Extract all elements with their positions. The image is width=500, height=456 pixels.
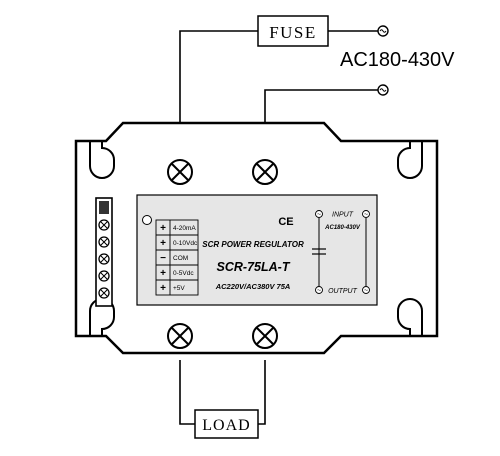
terminal-label-2: 0-10Vdc <box>173 240 198 247</box>
label-plate: + 4-20mA + 0-10Vdc − COM + 0-5Vdc + +5V … <box>136 194 378 306</box>
screw-terminal-output-right <box>252 323 278 349</box>
status-led <box>142 215 152 225</box>
mounting-slot-bottom-right <box>397 298 423 336</box>
ce-mark: CE <box>278 216 293 228</box>
wire-fuse-to-input-terminal <box>179 30 258 160</box>
terminal-sign-3: − <box>160 253 166 264</box>
control-terminal-strip <box>95 197 113 307</box>
load: LOAD <box>194 409 259 439</box>
ac-symbol-input-right: ~ <box>364 212 368 219</box>
mounting-slot-top-right <box>397 141 423 179</box>
terminal-sign-4: + <box>160 268 166 279</box>
fuse: FUSE <box>257 15 329 47</box>
screw-terminal-output-left <box>167 323 193 349</box>
control-screw-1 <box>98 219 110 231</box>
output-label: OUTPUT <box>328 288 358 295</box>
fuse-label: FUSE <box>269 23 317 42</box>
input-voltage-label: AC180-430V <box>324 225 361 231</box>
terminal-sign-2: + <box>160 238 166 249</box>
terminal-sign-5: + <box>160 283 166 294</box>
control-screw-4 <box>98 270 110 282</box>
ac-symbol-input-left: ~ <box>317 212 321 219</box>
terminal-sign-1: + <box>160 223 166 234</box>
product-title: SCR POWER REGULATOR <box>202 240 304 249</box>
supply-terminal-top <box>377 25 389 37</box>
screw-terminal-input-left <box>167 159 193 185</box>
ac-symbol-output-left: ~ <box>317 288 321 295</box>
model-number: SCR-75LA-T <box>217 260 291 274</box>
terminal-label-4: 0-5Vdc <box>173 270 194 277</box>
wire-output-terminal-to-load-right <box>258 360 266 425</box>
terminal-label-1: 4-20mA <box>173 225 196 232</box>
supply-terminal-bottom <box>377 84 389 96</box>
control-screw-5 <box>98 287 110 299</box>
mounting-slot-bottom-left <box>89 298 115 336</box>
control-screw-2 <box>98 236 110 248</box>
terminal-label-5: +5V <box>173 285 185 292</box>
supply-voltage-label: AC180-430V <box>340 49 455 71</box>
input-label: INPUT <box>332 212 354 219</box>
io-schematic: ~ ~ ~ ~ INPUT AC180-430V OUTPUT <box>312 210 370 295</box>
control-terminal-table: + 4-20mA + 0-10Vdc − COM + 0-5Vdc + +5V <box>155 219 199 296</box>
wire-output-terminal-to-load-left <box>179 360 195 425</box>
control-screw-3 <box>98 253 110 265</box>
mounting-slot-top-left <box>89 141 115 179</box>
load-label: LOAD <box>202 417 250 434</box>
screw-terminal-input-right <box>252 159 278 185</box>
power-rating: AC220V/AC380V 75A <box>215 282 291 291</box>
ac-symbol-output-right: ~ <box>364 288 368 295</box>
terminal-label-3: COM <box>173 255 188 262</box>
terminal-strip-header <box>99 201 109 214</box>
